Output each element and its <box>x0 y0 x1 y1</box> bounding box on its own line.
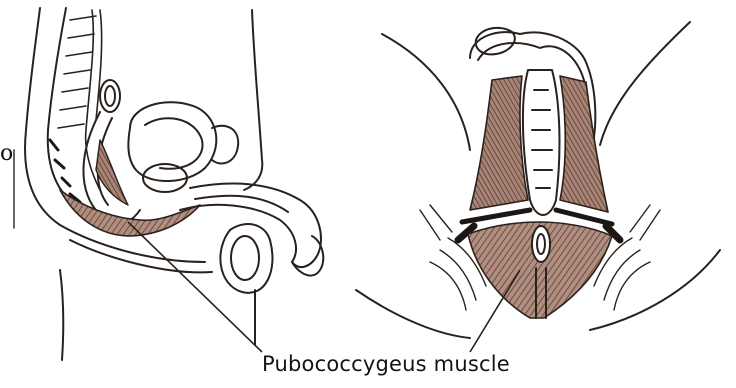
leader-line-left <box>128 222 262 352</box>
left-ischiocavernosus <box>470 76 528 210</box>
penis-root <box>523 70 560 215</box>
perineal-view <box>356 22 720 338</box>
edge-text-fragment: o <box>0 141 13 166</box>
pelvic-floor-muscle <box>60 190 200 236</box>
right-leg-contour <box>590 250 720 330</box>
vesicle-ring <box>100 80 120 112</box>
abdomen-contour <box>244 10 262 190</box>
left-hip-contour <box>382 34 470 150</box>
muscle-label: Pubococcygeus muscle <box>262 352 510 376</box>
sagittal-view <box>14 8 323 360</box>
left-leg-contour <box>356 290 470 338</box>
anus <box>532 226 550 262</box>
glans <box>292 236 323 276</box>
thigh-contour <box>60 270 255 360</box>
right-hip-contour <box>600 22 690 145</box>
spine <box>58 10 102 190</box>
scrotum <box>220 224 272 293</box>
